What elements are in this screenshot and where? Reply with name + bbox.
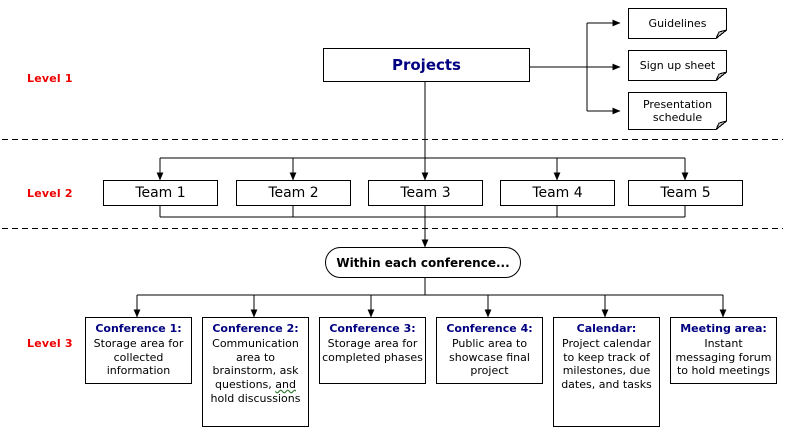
team-node-5[interactable]: Team 5 <box>628 180 743 206</box>
level-label-1: Level 1 <box>27 72 73 85</box>
conference-body: Storage area for completed phases <box>322 336 423 364</box>
document-label: Presentation schedule <box>642 97 713 124</box>
conference-heading: Conference 4: <box>446 322 533 335</box>
team-node-1[interactable]: Team 1 <box>103 180 218 206</box>
level-label-2: Level 2 <box>27 187 73 200</box>
conference-body-pre: Communication area to brainstorm, ask qu… <box>212 336 299 391</box>
conference-heading: Meeting area: <box>680 322 767 335</box>
document-guidelines[interactable]: Guidelines <box>628 8 727 39</box>
conference-body: Communication area to brainstorm, ask qu… <box>205 337 306 406</box>
conference-node-3[interactable]: Conference 3: Storage area for completed… <box>319 317 426 384</box>
conference-body: Instant messaging forum to hold meetings <box>675 336 772 378</box>
conference-body: Project calendar to keep track of milest… <box>561 336 652 391</box>
conference-node-meeting-area[interactable]: Meeting area: Instant messaging forum to… <box>670 317 777 384</box>
conference-body-post: hold discussions <box>210 391 301 405</box>
document-presentation-schedule[interactable]: Presentation schedule <box>628 92 727 130</box>
team-node-3[interactable]: Team 3 <box>368 180 483 206</box>
team-node-4[interactable]: Team 4 <box>500 180 615 206</box>
conference-heading: Conference 1: <box>95 322 182 335</box>
conference-heading: Conference 2: <box>212 322 299 335</box>
conference-heading: Conference 3: <box>329 322 416 335</box>
conference-node-1[interactable]: Conference 1: Storage area for collected… <box>85 317 192 384</box>
conference-body: Storage area for collected information <box>93 336 184 378</box>
projects-node[interactable]: Projects <box>323 48 530 82</box>
document-label: Sign up sheet <box>639 58 716 72</box>
conference-body: Public area to showcase final project <box>449 336 530 378</box>
level-label-3: Level 3 <box>27 337 73 350</box>
conference-body-misspelling: and <box>275 378 296 391</box>
conference-node-4[interactable]: Conference 4: Public area to showcase fi… <box>436 317 543 384</box>
team-node-2[interactable]: Team 2 <box>236 180 351 206</box>
conference-node-2[interactable]: Conference 2: Communication area to brai… <box>202 317 309 427</box>
hub-node-within-each-conference[interactable]: Within each conference... <box>325 247 521 278</box>
document-label: Guidelines <box>648 16 707 30</box>
conference-heading: Calendar: <box>576 322 637 335</box>
conference-node-calendar[interactable]: Calendar: Project calendar to keep track… <box>553 317 660 427</box>
document-sign-up-sheet[interactable]: Sign up sheet <box>628 50 727 81</box>
